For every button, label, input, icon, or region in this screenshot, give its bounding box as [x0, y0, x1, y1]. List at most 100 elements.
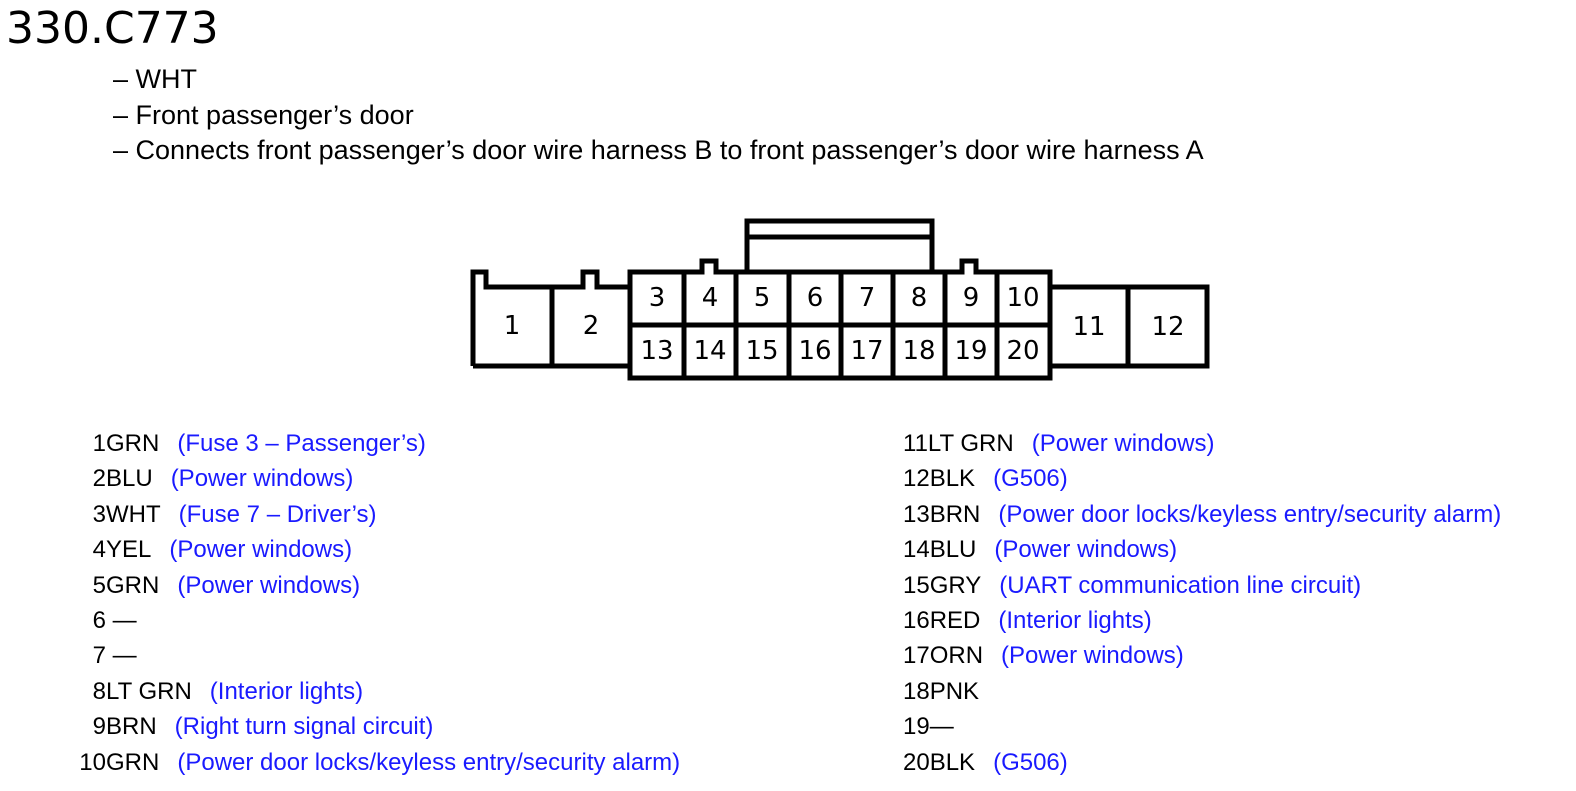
circuit-name: (Power windows): [170, 465, 354, 493]
pin-number: 3: [92, 500, 106, 528]
pin-number: 19: [903, 713, 930, 741]
pin-number: 9: [92, 713, 106, 741]
wire-color: PNK: [929, 677, 980, 705]
circuit-name: (Power windows): [1031, 430, 1215, 457]
wire-color: —: [106, 642, 137, 670]
circuit-name: (Right turn signal circuit): [174, 713, 434, 741]
note-location: Front passenger’s door: [113, 98, 1204, 134]
pin-number: 12: [903, 465, 930, 493]
pin-number: 7: [92, 642, 106, 670]
circuit-name: (Fuse 7 – Driver’s): [178, 500, 377, 528]
circuit-name: (Fuse 3 – Passenger’s): [177, 430, 426, 457]
circuit-name: (Power windows): [169, 536, 353, 564]
pin-number: 15: [903, 571, 930, 599]
cavity-18: 18: [902, 336, 935, 366]
circuit-name: (Power windows): [1001, 642, 1184, 670]
pin-row: 3WHT (Fuse 7 – Driver’s): [70, 497, 680, 532]
wire-color: YEL: [106, 536, 152, 564]
note-connection: Connects front passenger’s door wire har…: [113, 133, 1204, 169]
wire-color: BLU: [106, 465, 153, 493]
pin-row: 4YEL(Power windows): [70, 532, 680, 567]
cavity-5: 5: [754, 283, 771, 313]
wire-color: BLK: [929, 465, 976, 493]
cavity-3: 3: [649, 283, 666, 313]
pin-row: 16RED (Interior lights): [903, 603, 1501, 638]
pin-number: 11: [903, 430, 928, 457]
connector-id: 330.C773: [6, 3, 219, 54]
cavity-19: 19: [954, 336, 987, 366]
pin-number: 8: [92, 677, 106, 705]
wire-color: —: [929, 713, 954, 741]
cavity-1: 1: [504, 311, 521, 341]
circuit-name: (Interior lights): [209, 677, 364, 705]
pin-row: 10GRN (Power door locks/keyless entry/sec…: [70, 745, 680, 780]
wire-color: GRN: [106, 430, 160, 457]
cavity-4: 4: [702, 283, 719, 313]
pin-number: 5: [92, 571, 106, 599]
wire-color: BLK: [929, 748, 976, 776]
pin-row: 12BLK (G506): [903, 461, 1501, 496]
circuit-name: (G506): [993, 465, 1068, 493]
pin-row: 20BLK (G506): [903, 745, 1501, 780]
cavity-9: 9: [963, 283, 980, 313]
pin-row: 15GRY (UART communication line circuit): [903, 568, 1501, 603]
circuit-name: (UART communication line circuit): [999, 571, 1362, 599]
wire-color: GRN: [106, 571, 160, 599]
pin-number: 20: [903, 748, 930, 776]
center-block-outline: [627, 258, 1053, 381]
cavity-11: 11: [1072, 312, 1105, 342]
pin-row: 17ORN (Power windows): [903, 638, 1501, 673]
pinout-right-column: 11LT GRN(Power windows) 12BLK(G506) 13BR…: [903, 426, 1501, 780]
pin-row: 18PNK: [903, 674, 1501, 709]
pin-number: 10: [79, 748, 106, 776]
wire-color: LT GRN: [106, 677, 192, 705]
pin-number: 1: [92, 430, 106, 457]
wire-color: BRN: [929, 500, 981, 528]
circuit-name: (Power windows): [177, 571, 361, 599]
cavity-16: 16: [798, 336, 831, 366]
pin-row: 11LT GRN(Power windows): [903, 426, 1501, 461]
wire-color: —: [106, 606, 137, 634]
connector-latch: [744, 218, 935, 271]
pinout-left-column: 1GRN(Fuse 3 – Passenger’s) 2BLU(Power wi…: [70, 426, 680, 780]
pin-row: 9BRN (Right turn signal circuit): [70, 709, 680, 744]
cavity-20: 20: [1006, 336, 1039, 366]
pin-number: 16: [903, 606, 930, 634]
pin-row: 1GRN (Fuse 3 – Passenger’s): [70, 426, 680, 461]
circuit-name: (G506): [993, 748, 1068, 776]
wire-color: GRY: [929, 571, 982, 599]
cavity-14: 14: [693, 336, 726, 366]
cavity-2: 2: [583, 311, 600, 341]
circuit-name: (Power door locks/keyless entry/security…: [177, 748, 681, 776]
pin-row: 8LT GRN (Interior lights): [70, 674, 680, 709]
circuit-name: (Interior lights): [998, 606, 1152, 634]
pin-number: 18: [903, 677, 930, 705]
pin-row: 5GRN (Power windows): [70, 568, 680, 603]
pin-number: 2: [92, 465, 106, 493]
pin-row: 19—: [903, 709, 1501, 744]
wire-color: GRN: [106, 748, 160, 776]
cavity-7: 7: [859, 283, 876, 313]
left-block-outline: [470, 269, 630, 366]
note-color: WHT: [113, 62, 1204, 98]
wire-color: ORN: [929, 642, 984, 670]
circuit-name: (Power windows): [994, 536, 1178, 564]
pin-number: 6: [92, 606, 106, 634]
cavity-13: 13: [640, 336, 673, 366]
connector-notes: WHT Front passenger’s door Connects fron…: [113, 62, 1204, 169]
cavity-17: 17: [850, 336, 883, 366]
pin-row: 7 —: [70, 638, 680, 673]
cavity-6: 6: [807, 283, 824, 313]
wire-color: BRN: [106, 713, 157, 741]
wire-color: RED: [929, 606, 981, 634]
wire-color: BLU: [929, 536, 977, 564]
pin-number: 14: [903, 536, 930, 564]
pin-number: 13: [903, 500, 930, 528]
pin-row: 13BRN(Power door locks/keyless entry/sec…: [903, 497, 1501, 532]
cavity-15: 15: [745, 336, 778, 366]
wire-color: WHT: [106, 500, 161, 528]
pin-row: 14BLU (Power windows): [903, 532, 1501, 567]
pin-row: 6 —: [70, 603, 680, 638]
pin-number: 17: [903, 642, 930, 670]
pin-row: 2BLU (Power windows): [70, 461, 680, 496]
